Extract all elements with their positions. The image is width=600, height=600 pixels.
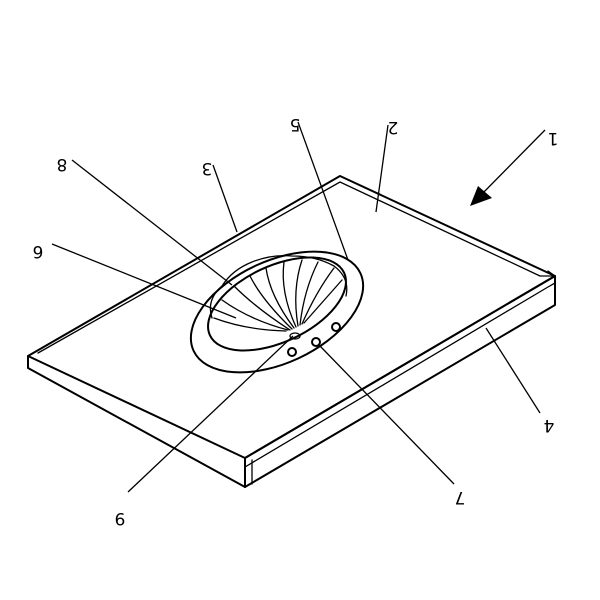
assembly-arrow — [470, 129, 546, 206]
countertop — [27, 175, 556, 488]
numeral-6: 6 — [33, 241, 44, 261]
basin-flutes — [213, 259, 343, 332]
numeral-2: 2 — [388, 117, 399, 137]
basin-rim-outer — [189, 250, 365, 374]
reference-numerals: 1 2 3 4 5 6 7 8 9 — [33, 114, 559, 528]
numeral-7: 7 — [455, 487, 466, 507]
drain-hole — [289, 332, 301, 340]
countertop-edge-highlight — [37, 181, 541, 354]
basin — [189, 250, 365, 374]
faucet-hole-right — [331, 322, 341, 332]
numeral-4: 4 — [544, 415, 555, 435]
countertop-left-edge — [27, 355, 246, 488]
front-apron — [244, 275, 556, 488]
leader-lines — [51, 121, 541, 493]
numeral-8: 8 — [57, 154, 68, 174]
numeral-3: 3 — [202, 158, 213, 178]
leader-9 — [127, 335, 294, 493]
faucet-hole-center — [311, 337, 321, 347]
numeral-9: 9 — [115, 508, 126, 528]
faucet-hole-left — [287, 347, 297, 357]
leader-6 — [51, 243, 237, 319]
leader-4 — [485, 327, 541, 414]
leader-2 — [375, 124, 389, 213]
numeral-5: 5 — [290, 114, 301, 134]
front-apron-lip — [539, 270, 556, 277]
basin-inner-lip — [209, 254, 348, 319]
leader-5 — [297, 121, 349, 261]
front-apron-top-line — [244, 282, 556, 468]
leader-3 — [212, 164, 238, 233]
leader-8 — [71, 159, 233, 286]
numeral-1: 1 — [548, 128, 559, 148]
leader-7 — [319, 345, 455, 485]
